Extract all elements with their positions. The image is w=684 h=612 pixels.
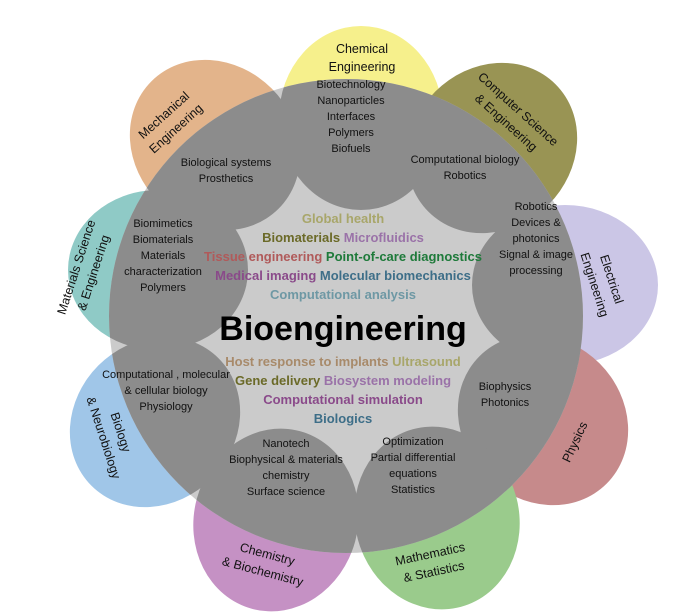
- overlap-topic: Interfaces: [327, 111, 376, 123]
- overlap-topic: chemistry: [262, 470, 310, 482]
- title: Bioengineering: [219, 310, 466, 348]
- overlap-topic: Polymers: [140, 282, 186, 294]
- overlap-topic: Biological systems: [181, 157, 272, 169]
- keyword: Computational simulation: [263, 392, 423, 407]
- keyword: Global health: [302, 211, 384, 226]
- keyword-row: Tissue engineering Point-of-care diagnos…: [204, 249, 482, 264]
- overlap-chemistry-biochemistry: [193, 428, 359, 553]
- overlap-topic: & cellular biology: [124, 385, 208, 397]
- keyword: Molecular biomechanics: [316, 268, 471, 283]
- overlap-topic: Biophysical & materials: [229, 454, 343, 466]
- overlap-topic: Nanotech: [262, 438, 309, 450]
- overlap-mathematics-statistics: [354, 426, 520, 553]
- overlap-topic: equations: [389, 468, 437, 480]
- keyword: Ultrasound: [389, 354, 461, 369]
- keyword: Biologics: [314, 411, 373, 426]
- overlap-topic: Photonics: [481, 397, 530, 409]
- overlap-electrical-engineering: [472, 205, 583, 365]
- overlap-topic: Biofuels: [331, 143, 371, 155]
- keyword: Tissue engineering: [204, 249, 322, 264]
- overlap-topic: Nanoparticles: [317, 95, 385, 107]
- overlap-topic: photonics: [512, 233, 560, 245]
- overlap-topic: Polymers: [328, 127, 374, 139]
- overlap-topic: Prosthetics: [199, 173, 254, 185]
- overlap-topic: characterization: [124, 266, 202, 278]
- overlap-topic: Statistics: [391, 484, 436, 496]
- overlap-topic: Robotics: [444, 170, 487, 182]
- overlap-topic: Biophysics: [479, 381, 532, 393]
- overlap-topic: Devices &: [511, 217, 561, 229]
- keyword: Biomaterials: [262, 230, 340, 245]
- overlap-topic: Physiology: [139, 401, 193, 413]
- keyword-row: Global health: [302, 211, 384, 226]
- overlap-chemical-engineering: [279, 79, 443, 210]
- overlap-topic: Signal & image: [499, 249, 573, 261]
- keyword-row: Biomaterials Microfluidics: [262, 230, 424, 245]
- overlap-topic: processing: [509, 265, 562, 277]
- overlap-topic: Materials: [141, 250, 186, 262]
- overlap-physics: [457, 334, 583, 506]
- keyword-row: Computational analysis: [270, 287, 416, 302]
- keyword-row: Biologics: [314, 411, 373, 426]
- keyword: Microfluidics: [340, 230, 424, 245]
- overlap-topic: Biomimetics: [133, 218, 193, 230]
- keyword: Host response to implants: [225, 354, 388, 369]
- overlap-topic: Biomaterials: [133, 234, 194, 246]
- keyword-row: Host response to implants Ultrasound: [225, 354, 461, 369]
- overlap-topic: Partial differential: [371, 452, 456, 464]
- keyword: Medical imaging: [215, 268, 316, 283]
- overlap-topic: Biotechnology: [316, 79, 386, 91]
- keyword-row: Computational simulation: [263, 392, 423, 407]
- overlap-topic: Surface science: [247, 486, 325, 498]
- overlap-topic: Computational biology: [411, 154, 520, 166]
- keyword: Gene delivery: [235, 373, 321, 388]
- overlap-topic: Computational , molecular: [102, 369, 230, 381]
- keyword: Biosystem modeling: [320, 373, 451, 388]
- keyword-row: Gene delivery Biosystem modeling: [235, 373, 451, 388]
- overlap-topic: Optimization: [382, 436, 443, 448]
- keyword: Point-of-care diagnostics: [322, 249, 482, 264]
- keyword-row: Medical imaging Molecular biomechanics: [215, 268, 471, 283]
- keyword: Computational analysis: [270, 287, 416, 302]
- overlap-topic: Robotics: [515, 201, 558, 213]
